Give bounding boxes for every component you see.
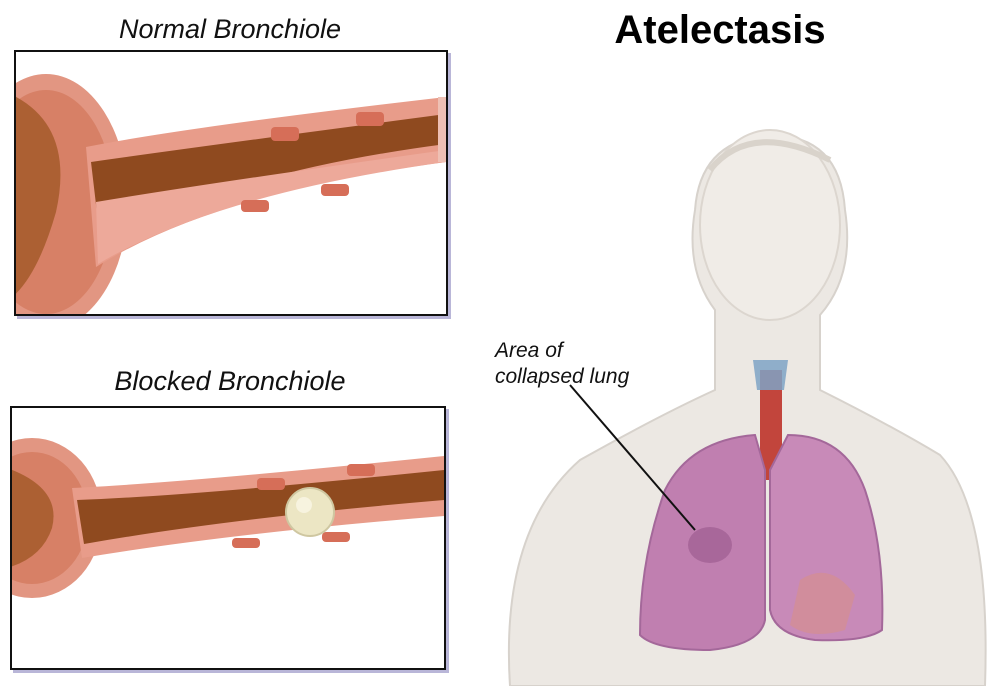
- cartilage-ring: [322, 532, 350, 542]
- cartilage-ring: [321, 184, 349, 196]
- blocked-bronchiole-panel: [10, 406, 446, 670]
- torso-illustration: [470, 60, 991, 686]
- cartilage-ring: [241, 200, 269, 212]
- cartilage-ring: [257, 478, 285, 490]
- normal-bronchiole-illustration: [16, 52, 446, 314]
- mucus-plug: [286, 488, 334, 536]
- diagram-title: Atelectasis: [590, 8, 850, 53]
- mucus-plug-highlight: [296, 497, 312, 513]
- normal-bronchiole-caption: Normal Bronchiole: [15, 14, 445, 45]
- normal-bronchiole-panel: [14, 50, 448, 316]
- bronchiole-cut-end: [438, 97, 446, 162]
- cartilage-ring: [347, 464, 375, 476]
- blocked-bronchiole-caption: Blocked Bronchiole: [15, 366, 445, 397]
- cartilage-ring: [232, 538, 260, 548]
- larynx: [753, 360, 788, 390]
- cartilage-ring: [356, 112, 384, 126]
- cartilage-ring: [271, 127, 299, 141]
- blocked-bronchiole-illustration: [12, 408, 444, 668]
- collapsed-area: [688, 527, 732, 563]
